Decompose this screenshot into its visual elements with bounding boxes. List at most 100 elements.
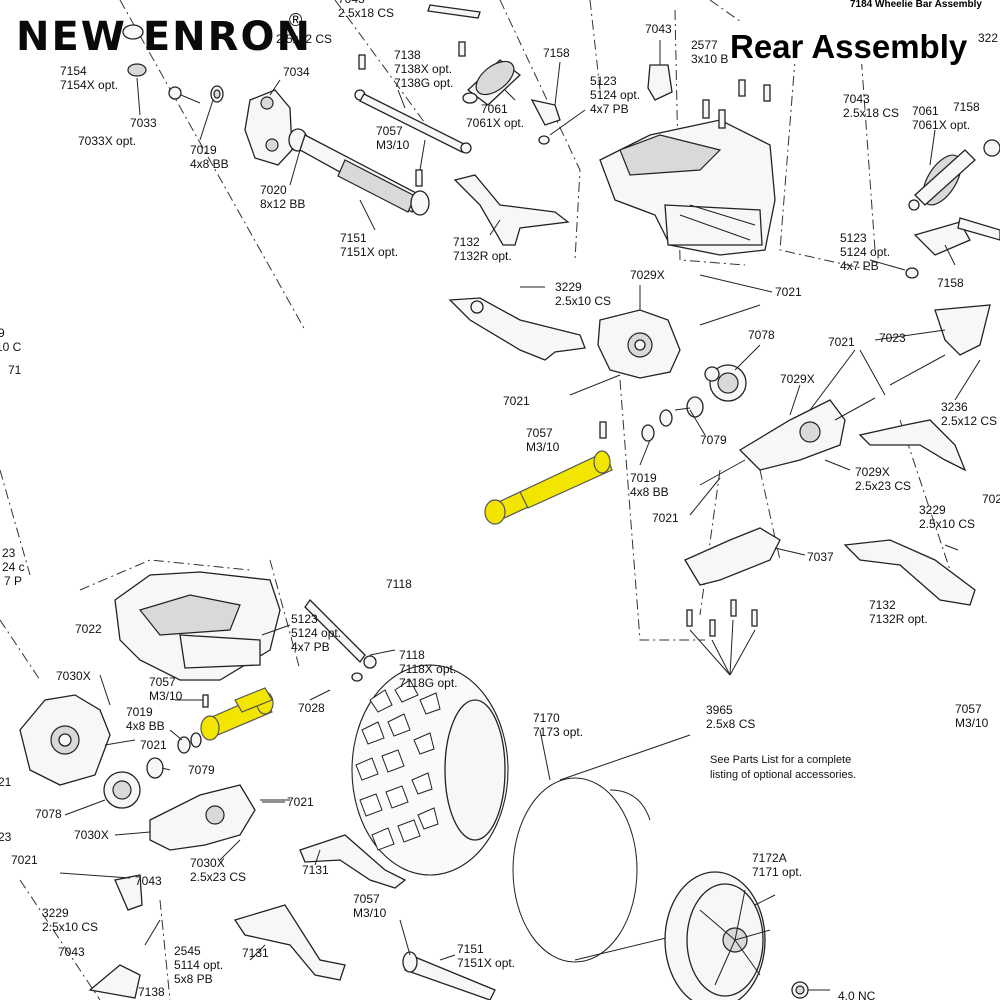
part-7079-gear xyxy=(674,396,704,418)
part-7019-bearing xyxy=(210,85,224,103)
part-7132-arm-lower xyxy=(448,297,586,361)
brand-logo: NEW ENRON ® xyxy=(16,10,312,60)
callout-7158-b: 7158 xyxy=(953,100,980,114)
leader-lines xyxy=(64,40,981,991)
callout-7043-d: 7043 xyxy=(58,945,85,959)
part-7172a-wheel xyxy=(664,871,771,1000)
chassis-rear-tub xyxy=(599,119,776,256)
callout-7022: 7022 xyxy=(75,622,102,636)
callout-7021-c: 7021 xyxy=(503,394,530,408)
callout-7028: 7028 xyxy=(298,701,325,715)
part-7020-driveshaft-front xyxy=(299,134,430,216)
callout-7118-a: 7118 xyxy=(386,577,412,591)
part-7029x-gearbox-left xyxy=(597,309,681,379)
callout-edge-1: 322 xyxy=(978,31,998,45)
callout-top-cut-2: 2.5x12 CS xyxy=(276,32,332,46)
part-7132-arm-right-upper xyxy=(858,419,967,472)
callout-7033x: 7033X opt. xyxy=(78,134,136,148)
part-7118-link xyxy=(304,598,377,669)
callout-7043-a: 7043 xyxy=(645,22,672,36)
assembly-guide-lines xyxy=(0,0,961,1000)
callout-edge-3: 10 C xyxy=(0,340,22,354)
callout-7030x-b: 7030X xyxy=(74,828,109,842)
callout-edge-5: 23 xyxy=(2,546,16,560)
lower-chassis xyxy=(114,571,281,681)
callout-edge-10: 702 xyxy=(982,492,1000,506)
part-7057-screw-b xyxy=(599,421,607,439)
part-7034-carrier xyxy=(244,89,308,166)
callout-7158-c: 7158 xyxy=(937,276,964,290)
brand-wordmark: NEW ENRON xyxy=(16,14,312,60)
lower-pins xyxy=(59,672,363,879)
part-7170-tire xyxy=(351,664,509,876)
part-7030x-gearbox-lower-left xyxy=(19,694,111,786)
part-7037-skid xyxy=(684,527,781,586)
part-7043-mount-lower xyxy=(88,874,143,999)
part-7021-pins-right xyxy=(699,354,946,486)
callout-7021-b: 7021 xyxy=(828,335,855,349)
callout-7029x-a: 7029X xyxy=(630,268,665,282)
part-7019-bearing-b xyxy=(641,409,673,442)
camber-link-right xyxy=(957,217,1000,241)
part-7151-driveshaft-lower xyxy=(402,951,496,1000)
part-7029x-gearbox-right xyxy=(738,399,846,471)
callout-7021-d: 7021 xyxy=(652,511,679,525)
part-7078-diff-lower xyxy=(103,771,141,809)
part-7138-turnbuckle xyxy=(354,89,472,154)
callout-7078-b: 7078 xyxy=(35,807,62,821)
callout-edge-4: 71 xyxy=(8,363,22,377)
callout-7138-b: 7138 xyxy=(138,985,165,999)
part-7154-knuckle xyxy=(122,24,147,77)
part-7030x-gearbox-lower-right xyxy=(149,784,256,851)
part-7061-shock-right xyxy=(908,139,1000,211)
part-7158-shock-mount-b xyxy=(905,221,971,279)
callout-edge-2: 9 xyxy=(0,326,5,340)
part-nut xyxy=(791,981,809,999)
callout-7131-a: 7131 xyxy=(302,863,329,877)
highlighted-driveshaft-lower xyxy=(200,687,274,741)
callout-7037: 7037 xyxy=(807,550,834,564)
title-backdrop xyxy=(727,22,965,64)
part-7132-arm-right-lower xyxy=(843,539,976,606)
highlighted-driveshaft-rear xyxy=(484,450,613,525)
chassis-screws-top xyxy=(702,79,771,129)
callout-edge-6: 24 c xyxy=(2,560,25,574)
callout-7079-a: 7079 xyxy=(700,433,727,447)
callout-7034: 7034 xyxy=(283,65,310,79)
part-7079-gear-lower xyxy=(146,757,164,779)
part-7019-bearings-lower xyxy=(177,732,202,754)
callout-4nc: 4.0 NC xyxy=(838,989,876,1000)
page-title: Rear Assembly xyxy=(730,28,968,65)
callout-7078-a: 7078 xyxy=(748,328,775,342)
callout-7021-a: 7021 xyxy=(775,285,802,299)
part-7057-screw-a xyxy=(415,169,423,187)
part-7033-pin xyxy=(168,86,201,104)
part-3965-screws xyxy=(686,599,758,637)
part-7132-arm-upper xyxy=(453,174,570,246)
